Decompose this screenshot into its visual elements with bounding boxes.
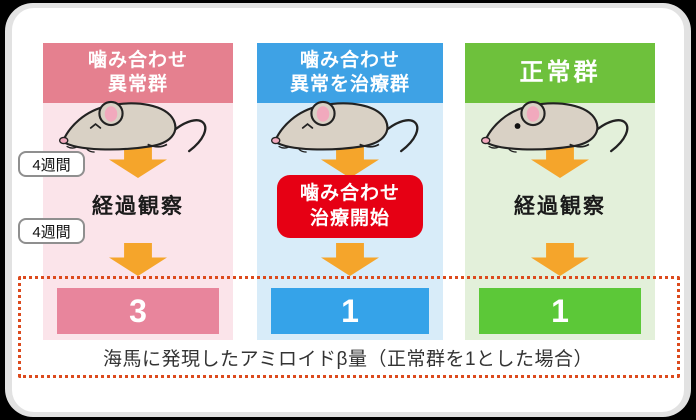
phase-label: 経過観察	[92, 195, 184, 218]
mouse-illustration	[268, 97, 432, 157]
header-line2: 異常を治療群	[289, 74, 410, 95]
down-arrow-icon	[321, 243, 379, 276]
phase-label: 経過観察	[514, 195, 606, 218]
header-line2: 異常群	[107, 74, 168, 95]
result-bar: 1	[271, 288, 429, 334]
down-arrow-icon	[109, 243, 167, 276]
interval-label-4weeks-1: 4週間	[18, 151, 85, 177]
column-header: 正常群	[465, 43, 655, 103]
column-header: 噛み合わせ 異常群	[43, 43, 233, 103]
result-value: 1	[551, 292, 569, 329]
header-line1: 噛み合わせ	[87, 50, 188, 72]
column-header: 噛み合わせ 異常を治療群	[257, 43, 443, 103]
caption: 海馬に発現したアミロイドβ量（正常群を1とした場合）	[102, 349, 594, 370]
mouse-illustration	[56, 97, 220, 157]
mouse-illustration	[478, 97, 642, 157]
result-value: 1	[341, 292, 359, 329]
treatment-start-box: 噛み合わせ 治療開始	[277, 175, 423, 238]
column-occlusion-treated: 噛み合わせ 異常を治療群 噛み合わせ	[257, 43, 443, 340]
interval-label-4weeks-2: 4週間	[18, 218, 85, 244]
result-value: 3	[129, 292, 147, 329]
header-line1: 噛み合わせ	[299, 50, 400, 72]
column-occlusion-abnormal: 噛み合わせ 異常群 経過観察	[43, 43, 233, 340]
column-normal: 正常群 経過観察 1	[465, 43, 655, 340]
result-bar: 3	[57, 288, 219, 334]
down-arrow-icon	[531, 243, 589, 276]
card: 噛み合わせ 異常群 経過観察	[12, 8, 684, 412]
result-bar: 1	[479, 288, 641, 334]
treatment-line1: 噛み合わせ	[299, 182, 400, 204]
treatment-line2: 治療開始	[309, 207, 390, 229]
header-line1: 正常群	[519, 59, 601, 86]
